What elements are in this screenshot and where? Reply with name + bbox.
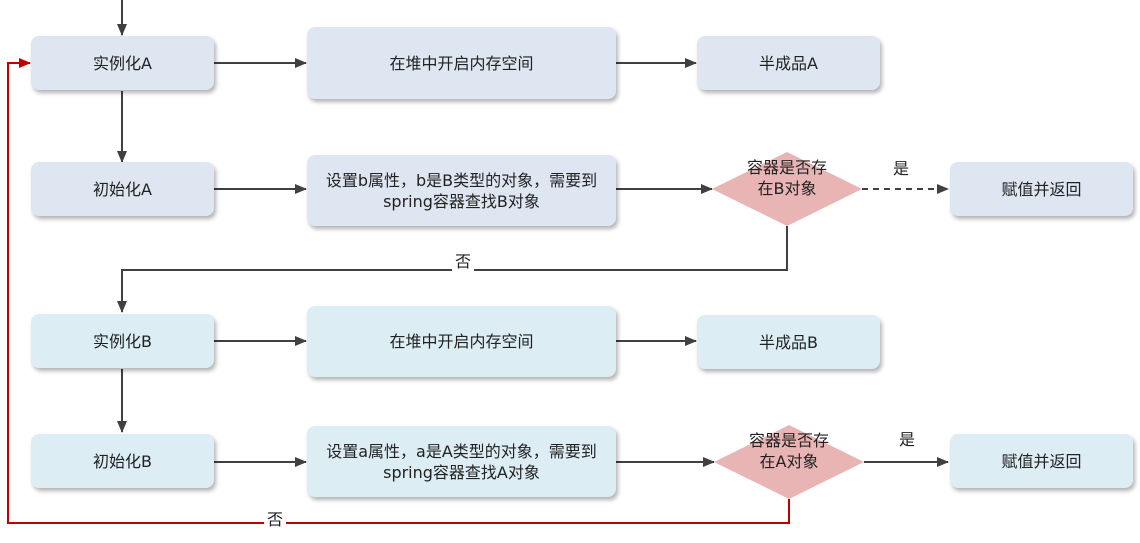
edge-label-yes-a: 是 xyxy=(896,430,919,450)
node-instantiate-a: 实例化A xyxy=(31,36,214,90)
edge-label-no-a: 否 xyxy=(264,510,287,530)
decision-diamond-a xyxy=(714,425,864,499)
node-return-a-label: 赋值并返回 xyxy=(1001,451,1082,471)
node-init-b-label: 初始化B xyxy=(93,451,152,471)
edge-label-no-b: 否 xyxy=(452,252,475,272)
node-instantiate-b-label: 实例化B xyxy=(93,331,152,351)
node-heap-b: 在堆中开启内存空间 xyxy=(307,306,616,377)
node-instantiate-a-label: 实例化A xyxy=(93,53,152,73)
node-heap-b-label: 在堆中开启内存空间 xyxy=(389,332,534,351)
node-half-b-label: 半成品B xyxy=(759,332,818,352)
node-half-a-label: 半成品A xyxy=(759,53,818,73)
node-return-a: 赋值并返回 xyxy=(950,434,1133,488)
node-set-a-label: 设置a属性，a是A类型的对象，需要到spring容器查找A对象 xyxy=(326,441,597,482)
node-return-b: 赋值并返回 xyxy=(950,162,1133,216)
node-set-b: 设置b属性，b是B类型的对象，需要到spring容器查找B对象 xyxy=(307,155,616,226)
node-heap-a-label: 在堆中开启内存空间 xyxy=(389,53,534,73)
arrow-check-a-no-loop xyxy=(7,58,790,524)
node-set-a: 设置a属性，a是A类型的对象，需要到spring容器查找A对象 xyxy=(307,426,616,497)
node-set-b-label: 设置b属性，b是B类型的对象，需要到spring容器查找B对象 xyxy=(325,170,598,211)
node-half-b: 半成品B xyxy=(697,315,880,369)
node-init-a-label: 初始化A xyxy=(93,179,152,199)
decision-a-label: 容器是否存在A对象 xyxy=(748,431,829,471)
edge-label-yes-b: 是 xyxy=(890,159,913,179)
node-init-a: 初始化A xyxy=(31,162,214,216)
node-return-b-label: 赋值并返回 xyxy=(1001,179,1082,199)
node-instantiate-b: 实例化B xyxy=(31,314,214,368)
decision-b-label: 容器是否存在B对象 xyxy=(746,158,827,198)
decision-diamond-b xyxy=(712,152,862,226)
node-heap-a: 在堆中开启内存空间 xyxy=(307,27,616,99)
node-half-a: 半成品A xyxy=(697,36,880,90)
node-init-b: 初始化B xyxy=(31,434,214,488)
